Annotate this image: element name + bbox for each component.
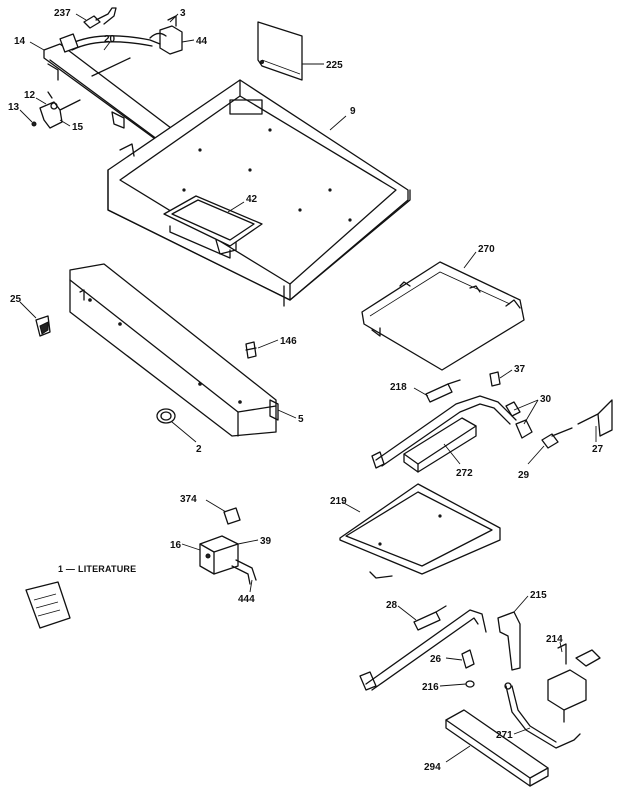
label-37: 37 — [514, 364, 526, 375]
part-2-grommet — [156, 408, 176, 424]
label-12: 12 — [24, 90, 36, 101]
label-272: 272 — [456, 468, 473, 479]
label-42: 42 — [246, 194, 258, 205]
label-44: 44 — [196, 36, 208, 47]
part-294-tray — [445, 709, 549, 787]
label-26: 26 — [430, 654, 442, 665]
leader-lines — [19, 13, 597, 763]
label-3: 3 — [180, 8, 186, 19]
label-270: 270 — [478, 244, 495, 255]
label-20: 20 — [104, 34, 116, 45]
callout-labels: 237 3 14 20 44 225 12 13 15 9 42 270 25 … — [8, 8, 604, 773]
part-146-clip — [245, 341, 257, 359]
label-271: 271 — [496, 730, 513, 741]
label-225: 225 — [326, 60, 343, 71]
label-216: 216 — [422, 682, 439, 693]
burner-272-assembly — [371, 371, 613, 473]
part-271-tube — [504, 682, 581, 749]
label-444: 444 — [238, 594, 255, 605]
part-16-valve — [199, 507, 257, 585]
label-214: 214 — [546, 634, 563, 645]
label-219: 219 — [330, 496, 347, 507]
label-39: 39 — [260, 536, 272, 547]
label-13: 13 — [8, 102, 20, 113]
front-panel-5 — [69, 263, 279, 437]
label-14: 14 — [14, 36, 26, 47]
part-219-plate — [339, 483, 501, 579]
label-146: 146 — [280, 336, 297, 347]
label-5: 5 — [298, 414, 304, 425]
literature-prefix: 1 — — [58, 564, 75, 574]
part-225-panel — [257, 21, 303, 81]
label-374: 374 — [180, 494, 197, 505]
label-25: 25 — [10, 294, 22, 305]
label-9: 9 — [350, 106, 356, 117]
lower-burner-assembly — [359, 605, 521, 691]
label-218-top: 218 — [390, 382, 407, 393]
label-29: 29 — [518, 470, 530, 481]
label-16: 16 — [170, 540, 182, 551]
part-270-plate — [361, 261, 525, 371]
literature-label: LITERATURE — [78, 564, 136, 574]
literature-booklet-icon — [25, 581, 71, 629]
label-15: 15 — [72, 122, 84, 133]
label-218-bottom: 215 — [530, 590, 547, 601]
label-28: 28 — [386, 600, 398, 611]
label-2: 2 — [196, 444, 202, 455]
label-294: 294 — [424, 762, 441, 773]
part-25-clip — [35, 315, 51, 337]
label-30: 30 — [540, 394, 552, 405]
burner-box-9 — [107, 79, 411, 307]
label-237: 237 — [54, 8, 71, 19]
label-27: 27 — [592, 444, 604, 455]
part-214-pilot — [547, 643, 601, 723]
